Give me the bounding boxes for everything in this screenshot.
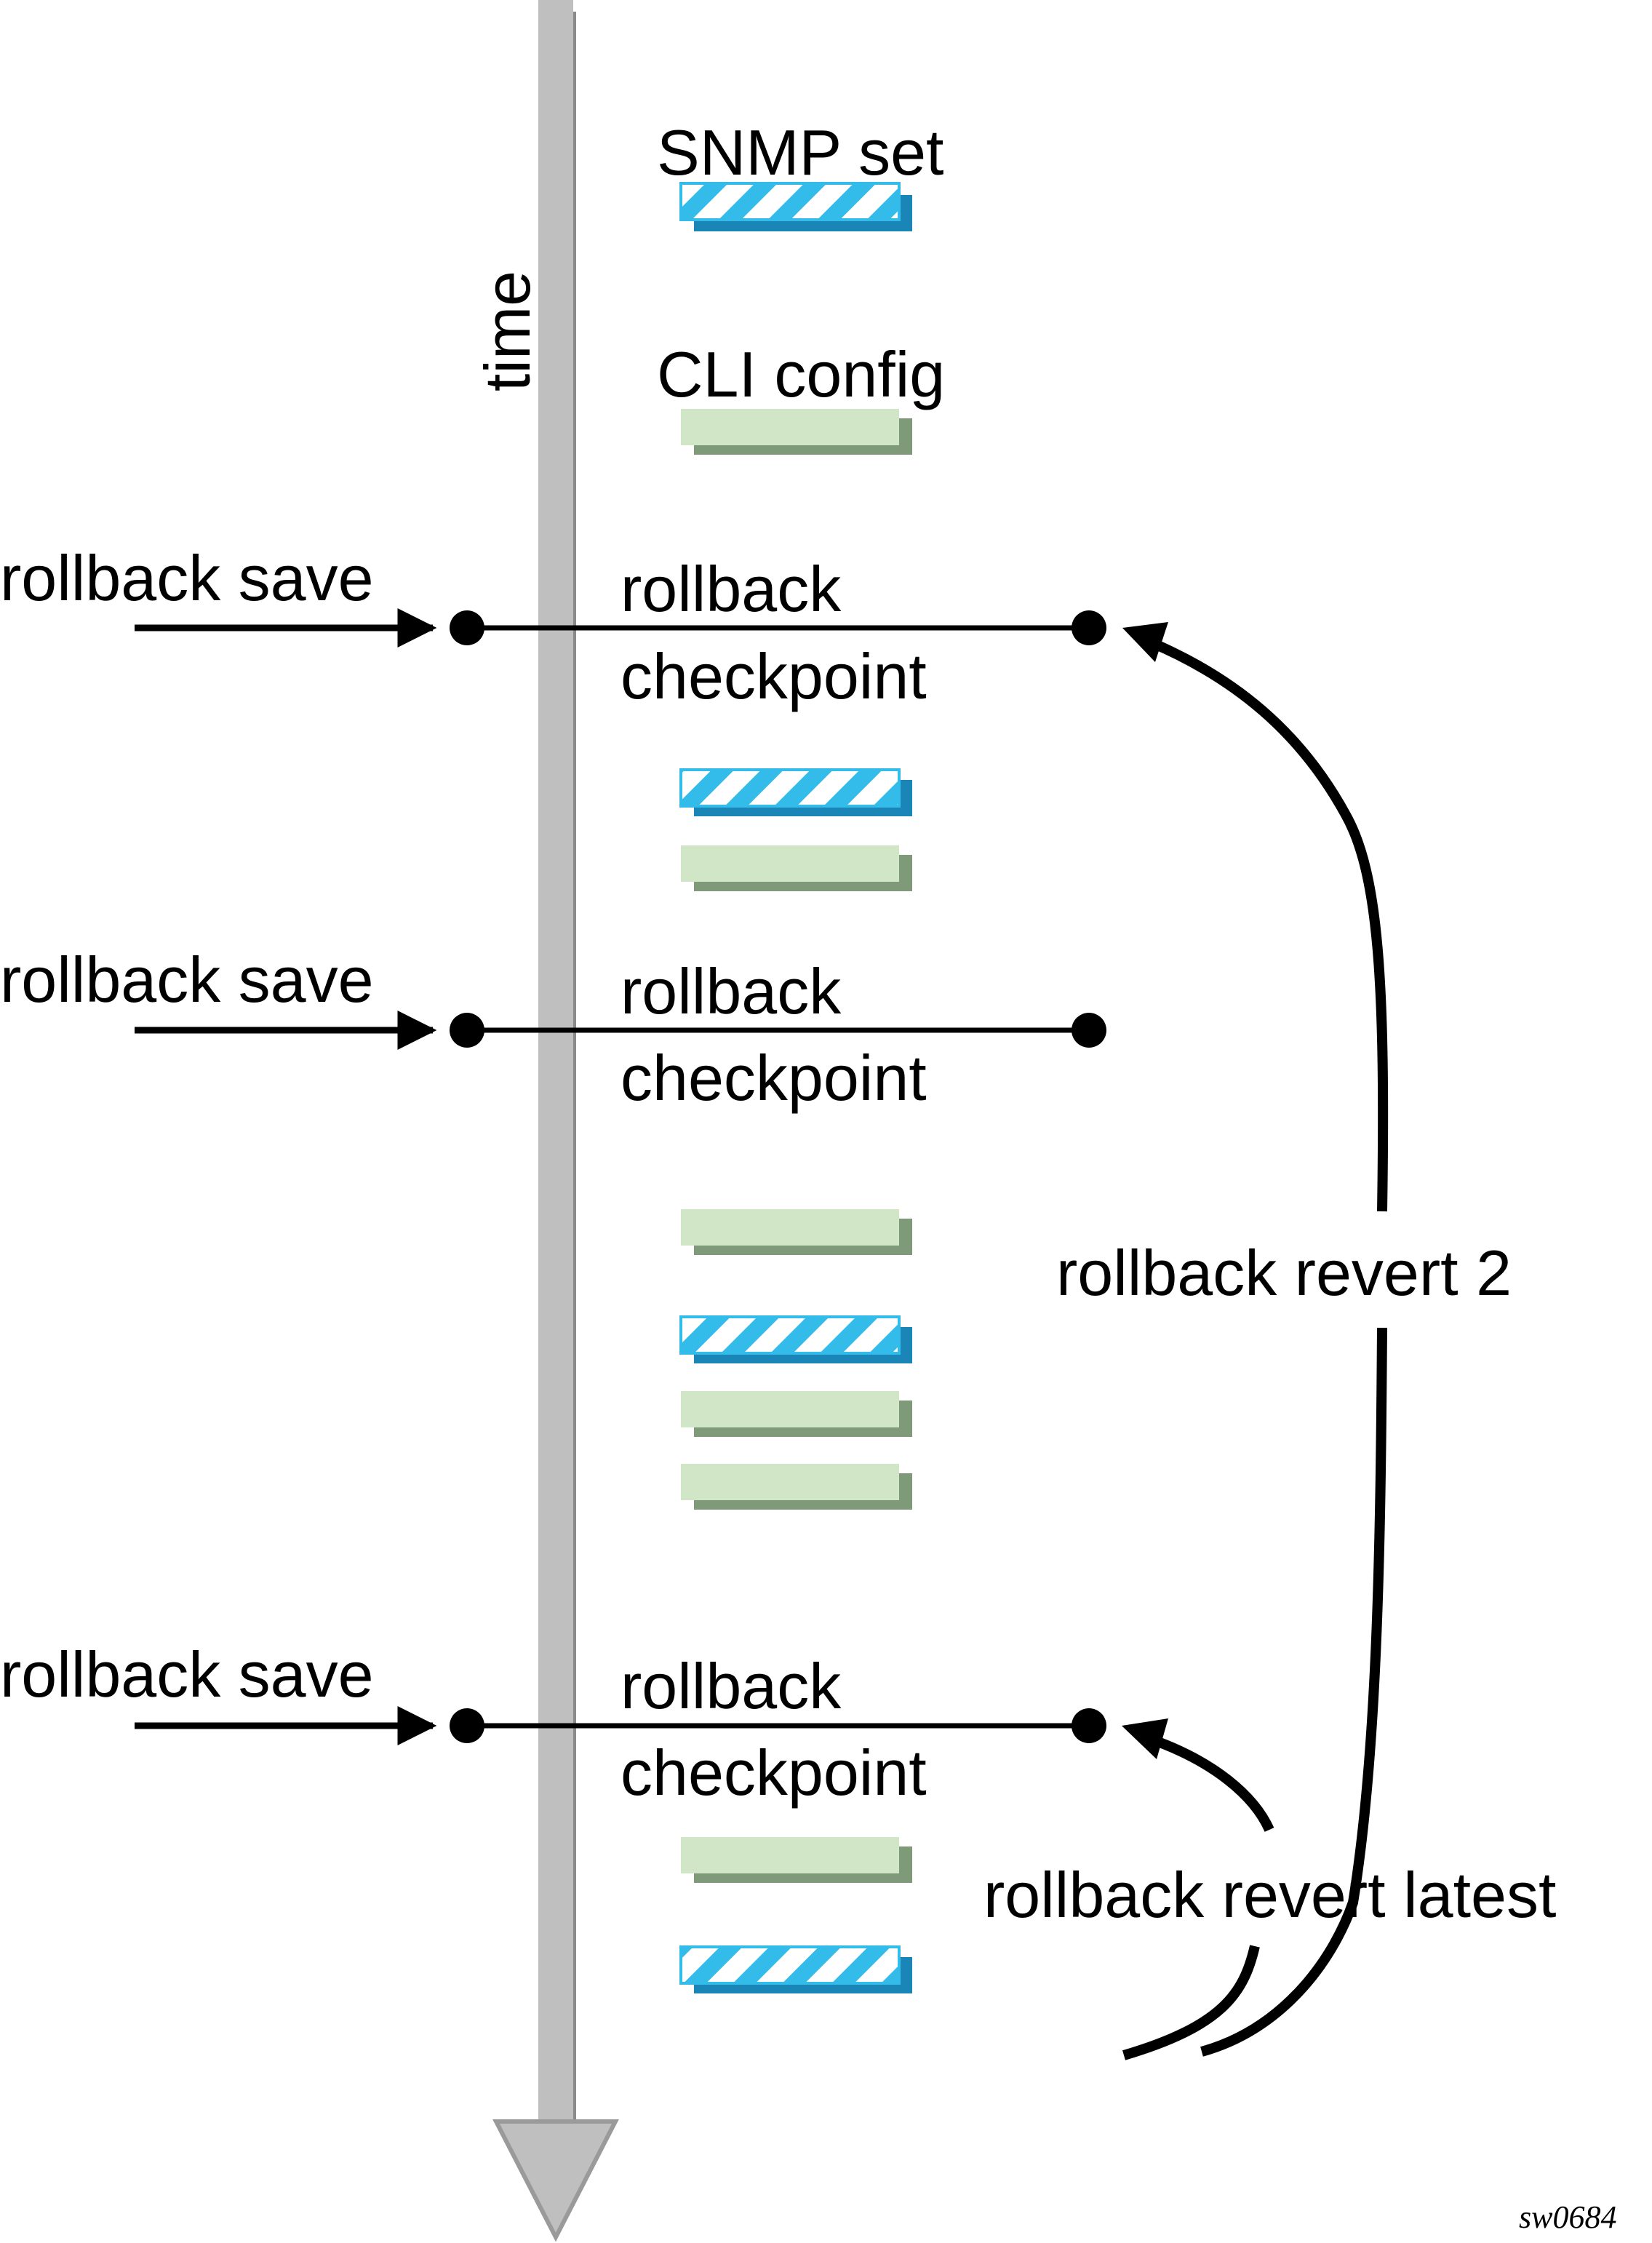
checkpoint-label-line1: rollback (621, 955, 842, 1027)
revert-2-curve-lower (1200, 1327, 1387, 2057)
config-change-bars (679, 768, 912, 1993)
cli-config-bar (681, 845, 912, 891)
legend-snmp-swatch (679, 182, 912, 231)
revert-latest-curve-lower (1122, 1945, 1260, 2060)
legend-cli-swatch (681, 409, 912, 455)
rollback-save-label: rollback save (0, 1638, 374, 1710)
revert-2-arrowhead-icon (1122, 622, 1168, 662)
checkpoint-label-line2: checkpoint (621, 1042, 927, 1114)
checkpoint-label-line1: rollback (621, 553, 842, 625)
revert-2-curve-upper (1138, 633, 1389, 1212)
checkpoint-label-line1: rollback (621, 1650, 842, 1722)
revert-arrows: rollback revert 2 rollback revert latest (983, 622, 1556, 2060)
figure-id: sw0684 (1519, 2199, 1616, 2235)
checkpoint-end-dot (1072, 1013, 1106, 1048)
checkpoint-end-dot (1072, 610, 1106, 645)
cli-config-bar (681, 1837, 912, 1883)
revert-2-label: rollback revert 2 (1056, 1237, 1512, 1309)
cli-config-bar (681, 1464, 912, 1510)
checkpoint-end-dot (1072, 1708, 1106, 1743)
snmp-set-bar (679, 1945, 912, 1993)
revert-latest-curve-upper (1144, 1732, 1274, 1832)
rollback-save-label: rollback save (0, 944, 374, 1016)
legend-snmp-label: SNMP set (657, 116, 944, 188)
snmp-set-bar (679, 1315, 912, 1363)
legend-cli-label: CLI config (657, 338, 945, 410)
checkpoint-3: rollback save rollback checkpoint (0, 1638, 1106, 1809)
checkpoint-start-dot (450, 1013, 484, 1048)
revert-latest-label: rollback revert latest (983, 1859, 1556, 1931)
time-axis: time (471, 0, 619, 2242)
time-axis-arrowhead-icon (492, 2119, 619, 2242)
legend: SNMP set CLI config (657, 116, 945, 455)
checkpoint-label-line2: checkpoint (621, 1737, 927, 1809)
time-axis-label: time (471, 271, 543, 391)
cli-config-bar (681, 1209, 912, 1255)
cli-config-bar (681, 1391, 912, 1437)
revert-latest-arrowhead-icon (1122, 1718, 1168, 1759)
checkpoint-start-dot (450, 610, 484, 645)
rollback-save-label: rollback save (0, 542, 374, 614)
checkpoint-label-line2: checkpoint (621, 640, 927, 712)
snmp-set-bar (679, 768, 912, 816)
checkpoint-2: rollback save rollback checkpoint (0, 944, 1106, 1114)
checkpoint-start-dot (450, 1708, 484, 1743)
time-axis-shaft (538, 0, 573, 2122)
checkpoint-1: rollback save rollback checkpoint (0, 542, 1106, 712)
